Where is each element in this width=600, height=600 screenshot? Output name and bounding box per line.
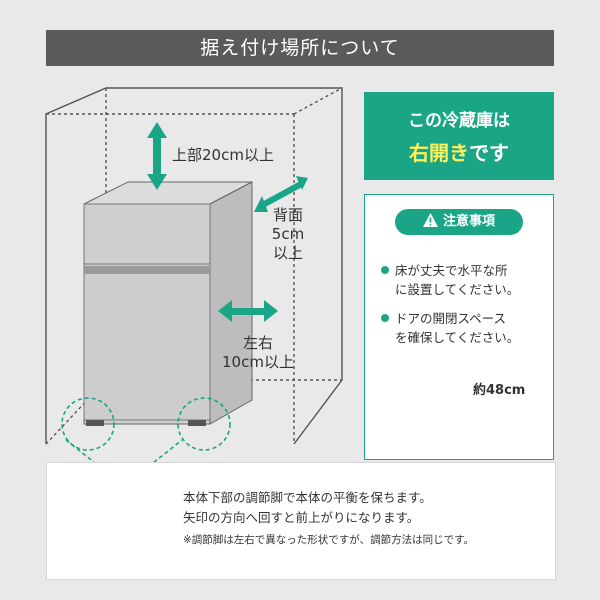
caution-item: ドアの開閉スペース を確保してください。 — [381, 309, 549, 347]
adjustable-foot-panel: 本体下部の調節脚で本体の平衡を保ちます。 矢印の方向へ回すと前上がりになります。… — [46, 462, 556, 580]
section-title: 据え付け場所について — [46, 30, 554, 66]
foot-callout — [61, 397, 231, 488]
bullet-icon — [381, 266, 389, 274]
top-clearance-arrow-icon — [147, 122, 167, 190]
bullet-icon — [381, 314, 389, 322]
door-direction-banner: この冷蔵庫は 右開きです — [364, 92, 554, 180]
side-clearance-arrow-icon — [218, 300, 278, 322]
back-clearance-arrow-icon — [254, 176, 308, 212]
foot-instruction-2: 矢印の方向へ回すと前上がりになります。 — [183, 510, 420, 525]
warning-icon — [422, 211, 438, 227]
side-clearance-label: 左右 10cm以上 — [222, 334, 294, 371]
caution-panel: 注意事項 床が丈夫で水平な所 に設置してください。 ドアの開閉スペース を確保し… — [364, 194, 554, 460]
refrigerator-icon — [83, 181, 253, 426]
top-clearance-label: 上部20cm以上 — [172, 146, 274, 164]
door-swing-label: 約48cm — [473, 383, 526, 398]
foot-instruction-1: 本体下部の調節脚で本体の平衡を保ちます。 — [183, 490, 432, 505]
door-direction-highlight: 右開き — [409, 141, 469, 165]
caution-item: 床が丈夫で水平な所 に設置してください。 — [381, 261, 549, 299]
back-clearance-label: 背面 5cm 以上 — [271, 206, 305, 262]
foot-note: ※調節脚は左右で異なった形状ですが、調節方法は同じです。 — [183, 534, 475, 546]
caution-badge: 注意事項 — [395, 209, 523, 235]
